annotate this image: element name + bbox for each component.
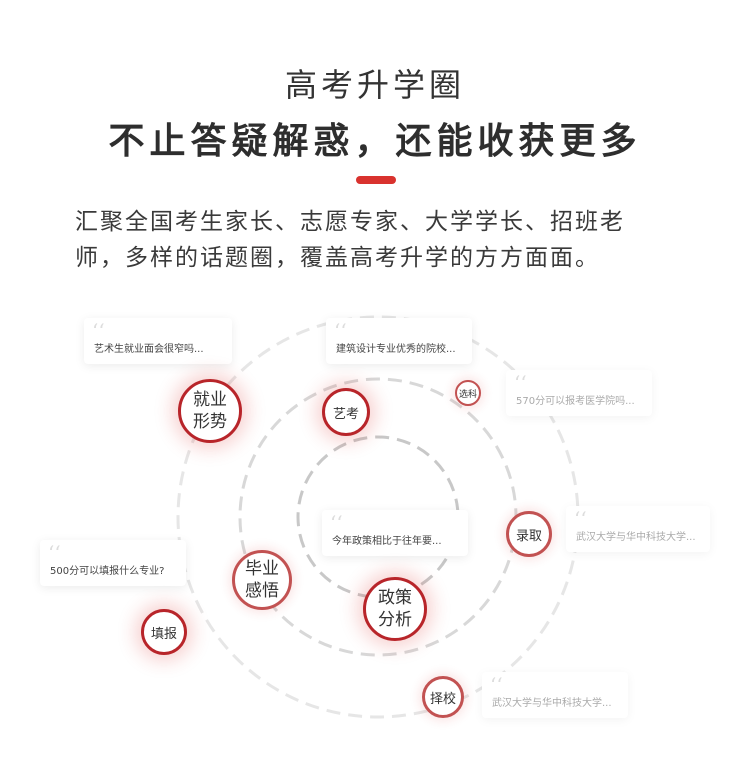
question-text: 武汉大学与华中科技大学... bbox=[492, 698, 612, 709]
page-title: 高考升学圈 bbox=[284, 66, 465, 104]
quote-icon: ‘‘ bbox=[92, 319, 105, 343]
topic-employment[interactable]: 就业 形势 bbox=[178, 379, 242, 443]
question-text: 建筑设计专业优秀的院校... bbox=[336, 344, 456, 355]
quote-icon: ‘‘ bbox=[574, 507, 587, 531]
quote-icon: ‘‘ bbox=[330, 511, 343, 535]
quote-icon: ‘‘ bbox=[514, 371, 527, 395]
question-card[interactable]: ‘‘ 艺术生就业面会很窄吗... bbox=[84, 318, 232, 364]
question-card[interactable]: ‘‘ 500分可以填报什么专业? bbox=[40, 540, 186, 586]
question-card[interactable]: ‘‘ 570分可以报考医学院吗... bbox=[506, 370, 652, 416]
topic-art-exam[interactable]: 艺考 bbox=[322, 388, 370, 436]
title-divider bbox=[356, 176, 396, 184]
quote-icon: ‘‘ bbox=[48, 541, 61, 565]
topic-admission[interactable]: 录取 bbox=[506, 511, 552, 557]
quote-icon: ‘‘ bbox=[490, 673, 503, 697]
question-text: 500分可以填报什么专业? bbox=[50, 566, 165, 577]
quote-icon: ‘‘ bbox=[334, 319, 347, 343]
topic-fill[interactable]: 填报 bbox=[141, 609, 187, 655]
description-line-1: 汇聚全国考生家长、志愿专家、大学学长、招班老 bbox=[75, 209, 625, 235]
topic-subject-select[interactable]: 选科 bbox=[455, 380, 481, 406]
question-card[interactable]: ‘‘ 武汉大学与华中科技大学... bbox=[566, 506, 710, 552]
topic-graduation[interactable]: 毕业 感悟 bbox=[232, 550, 292, 610]
question-card[interactable]: ‘‘ 建筑设计专业优秀的院校... bbox=[326, 318, 472, 364]
question-text: 武汉大学与华中科技大学... bbox=[576, 532, 696, 543]
description: 汇聚全国考生家长、志愿专家、大学学长、招班老 师，多样的话题圈，覆盖高考升学的方… bbox=[75, 204, 675, 276]
question-text: 570分可以报考医学院吗... bbox=[516, 396, 635, 407]
question-card[interactable]: ‘‘ 今年政策相比于往年要... bbox=[322, 510, 468, 556]
page-subtitle: 不止答疑解惑，还能收获更多 bbox=[108, 121, 642, 162]
description-line-2: 师，多样的话题圈，覆盖高考升学的方方面面。 bbox=[75, 245, 600, 271]
question-card[interactable]: ‘‘ 武汉大学与华中科技大学... bbox=[482, 672, 628, 718]
question-text: 艺术生就业面会很窄吗... bbox=[94, 344, 204, 355]
topic-school-select[interactable]: 择校 bbox=[422, 676, 464, 718]
topic-policy[interactable]: 政策 分析 bbox=[363, 577, 427, 641]
question-text: 今年政策相比于往年要... bbox=[332, 536, 442, 547]
